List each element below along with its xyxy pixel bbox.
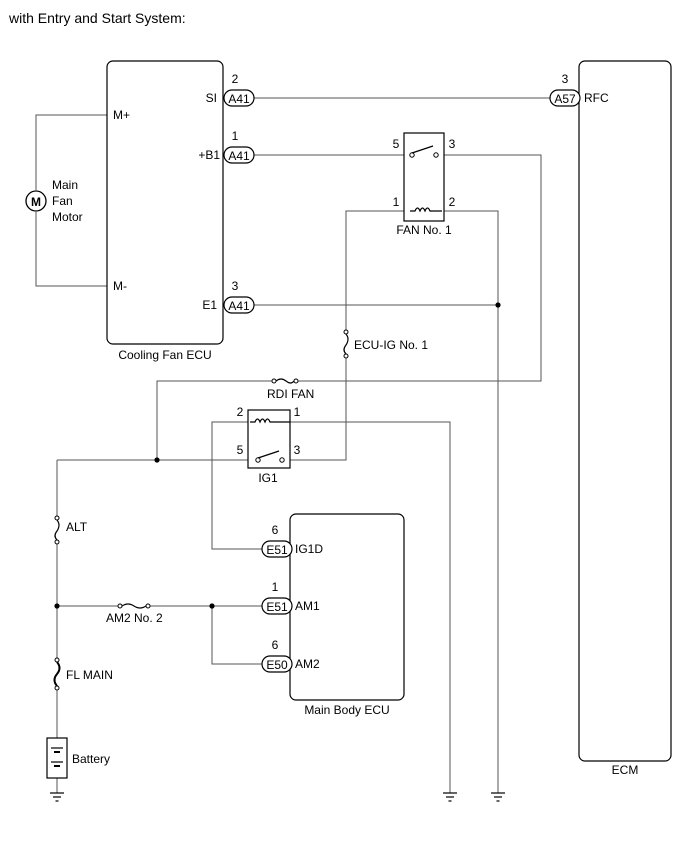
cooling-fan-ecu: M+ M- SI +B1 E1 Cooling Fan ECU <box>106 60 224 362</box>
connectors: A41 2 A41 1 A41 3 A57 3 E51 6 E51 1 <box>223 72 581 673</box>
terminal-rfc: RFC <box>584 91 609 105</box>
pin-number: 2 <box>237 405 244 419</box>
svg-text:A57: A57 <box>554 92 576 106</box>
pin-number: 6 <box>272 638 279 652</box>
junction-dot <box>209 603 215 609</box>
terminal-m-minus: M- <box>113 279 127 293</box>
terminal-si: SI <box>206 91 217 105</box>
fusible-link-icon <box>53 657 61 691</box>
page-title: with Entry and Start System: <box>8 10 186 26</box>
fuse-icon <box>271 378 299 384</box>
pin-number: 1 <box>294 405 301 419</box>
pin-number: 5 <box>237 443 244 457</box>
connector-e51-ig1d: E51 6 <box>261 523 293 558</box>
main-fan-motor: M Main Fan Motor <box>25 178 83 224</box>
cooling-fan-ecu-label: Cooling Fan ECU <box>118 348 211 362</box>
pin-number: 1 <box>272 580 279 594</box>
motor-icon: M <box>31 195 41 209</box>
connector-e51-am1: E51 1 <box>261 580 293 615</box>
junction-dot <box>495 302 501 308</box>
fuses: ECU-IG No. 1 RDI FAN ALT AM2 No. 2 F <box>53 329 428 691</box>
ig1-relay-label: IG1 <box>258 471 278 485</box>
ground-icon <box>491 792 505 802</box>
fuse-icon <box>117 603 151 609</box>
connector-a41-e1: A41 3 <box>223 279 255 314</box>
pin-number: 5 <box>393 137 400 151</box>
pin-number: 3 <box>232 279 239 293</box>
pin-number: 6 <box>272 523 279 537</box>
fuse-icon <box>343 329 349 359</box>
ecm-label: ECM <box>612 763 639 777</box>
pin-number: 3 <box>449 137 456 151</box>
connector-e50: E50 6 <box>261 638 293 673</box>
fuse-alt-label: ALT <box>66 520 88 534</box>
motor-label-line2: Fan <box>52 194 73 208</box>
svg-text:E51: E51 <box>266 543 288 557</box>
pin-number: 3 <box>562 72 569 86</box>
terminal-m-plus: M+ <box>113 108 130 122</box>
fan-relay-label: FAN No. 1 <box>396 223 452 237</box>
terminal-e1: E1 <box>202 298 217 312</box>
pin-number: 1 <box>232 129 239 143</box>
pin-number: 1 <box>393 195 400 209</box>
svg-text:A41: A41 <box>228 92 250 106</box>
svg-text:E50: E50 <box>266 658 288 672</box>
svg-text:A41: A41 <box>228 299 250 313</box>
fuse-am2-label: AM2 No. 2 <box>106 611 163 625</box>
terminal-ig1d: IG1D <box>295 542 323 556</box>
junction-dot <box>154 457 160 463</box>
ecm: RFC ECM <box>578 60 672 777</box>
battery-icon <box>46 737 68 779</box>
connector-a41-b1: A41 1 <box>223 129 255 164</box>
main-body-ecu: IG1D AM1 AM2 Main Body ECU <box>289 513 405 717</box>
fuse-rdi-fan-label: RDI FAN <box>267 387 314 401</box>
fuse-ecu-ig-label: ECU-IG No. 1 <box>354 338 428 352</box>
svg-text:A41: A41 <box>228 149 250 163</box>
junction-dot <box>54 603 60 609</box>
ground-icon <box>443 792 457 802</box>
connector-a57: A57 3 <box>549 72 581 107</box>
pin-number: 2 <box>232 72 239 86</box>
motor-label-line1: Main <box>52 178 78 192</box>
connector-a41-si: A41 2 <box>223 72 255 107</box>
fan-relay: 5 3 1 2 FAN No. 1 <box>393 132 456 237</box>
terminal-am1: AM1 <box>295 599 320 613</box>
wires <box>35 97 550 793</box>
terminal-b1: +B1 <box>198 148 220 162</box>
fuse-fl-main-label: FL MAIN <box>66 668 113 682</box>
main-body-ecu-label: Main Body ECU <box>304 703 389 717</box>
junctions <box>54 302 501 609</box>
pin-number: 2 <box>449 195 456 209</box>
svg-text:E51: E51 <box>266 600 288 614</box>
ig1-relay: 2 1 5 3 IG1 <box>237 405 301 485</box>
pin-number: 3 <box>294 443 301 457</box>
fuse-icon <box>54 515 60 545</box>
ground-icon <box>50 792 64 802</box>
terminal-am2: AM2 <box>295 657 320 671</box>
battery-label: Battery <box>72 752 110 766</box>
motor-label-line3: Motor <box>52 210 83 224</box>
